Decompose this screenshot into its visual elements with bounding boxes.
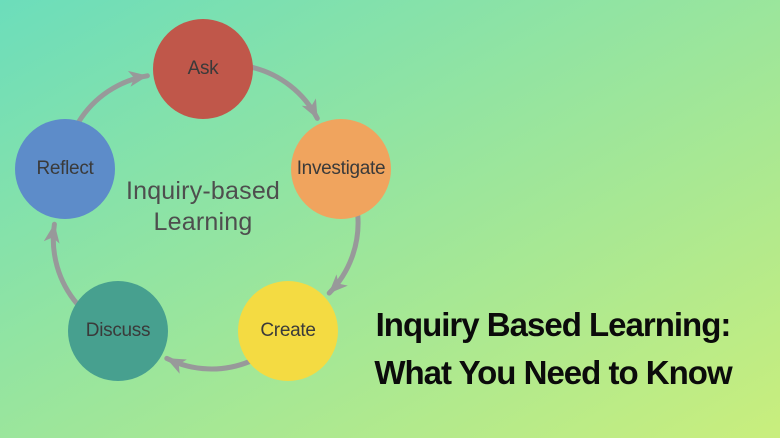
cycle-center-label-line2: Learning: [153, 208, 253, 236]
cycle-node-create: Create: [238, 281, 338, 381]
cycle-node-label: Reflect: [36, 158, 94, 179]
arrow-ask-to-investigate: [249, 64, 320, 121]
cycle-center-label: Inquiry-based Learning: [83, 176, 323, 238]
cycle-node-label: Ask: [187, 58, 219, 79]
cycle-node-ask: Ask: [153, 19, 253, 119]
cycle-node-label: Discuss: [85, 320, 151, 341]
cycle-center-label-line1: Inquiry-based: [125, 177, 281, 205]
page-title: Inquiry Based Learning: What You Need to…: [352, 301, 754, 397]
page-title-line1: Inquiry Based Learning:: [375, 306, 732, 343]
cycle-node-reflect: Reflect: [15, 119, 115, 219]
cycle-node-label: Create: [260, 320, 316, 341]
cycle-node-investigate: Investigate: [291, 119, 391, 219]
cycle-node-label: Investigate: [296, 158, 386, 179]
arrow-investigate-to-create: [326, 212, 361, 296]
cycle-node-discuss: Discuss: [68, 281, 168, 381]
page-title-line2: What You Need to Know: [374, 354, 732, 391]
arrow-reflect-to-ask: [76, 70, 150, 125]
arrow-discuss-to-reflect: [43, 221, 80, 307]
arrow-create-to-discuss: [164, 355, 253, 374]
